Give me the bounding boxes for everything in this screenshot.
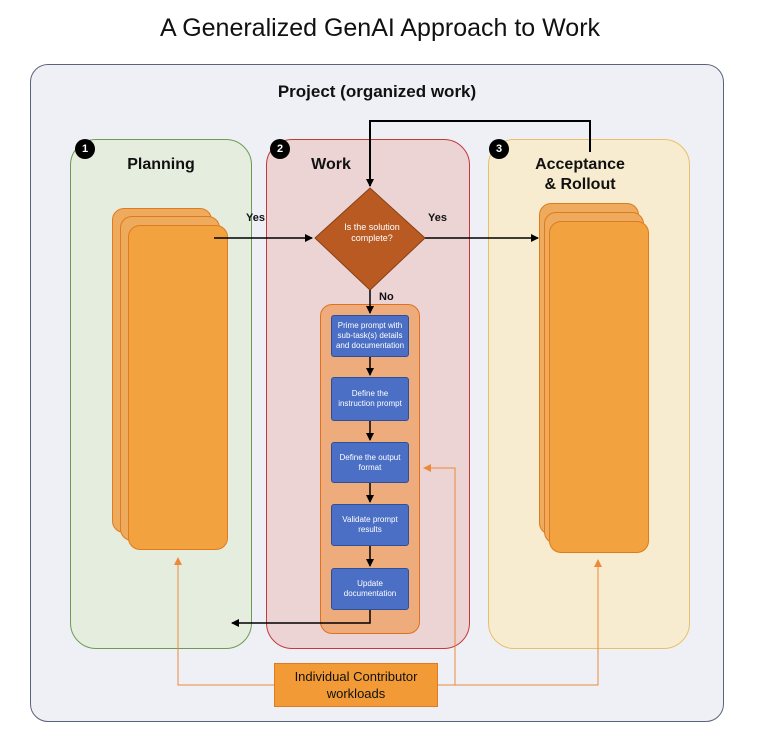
no-label: No — [379, 291, 394, 303]
steps-to-planning-connector — [231, 610, 371, 627]
step-define-instruction: Define the instruction prompt — [331, 377, 409, 421]
step-define-output: Define the output format — [331, 442, 409, 483]
decision-label: Is the solution complete? — [344, 222, 400, 243]
yes-right-label: Yes — [428, 212, 447, 224]
acceptance-number-badge: 3 — [489, 139, 509, 159]
contributor-to-work-connector — [423, 464, 456, 686]
step-prime-prompt: Prime prompt with sub-task(s) details an… — [331, 315, 409, 357]
loop-back-connector — [366, 120, 591, 187]
acceptance-card-front — [549, 221, 649, 553]
work-label: Work — [311, 156, 351, 173]
step-update-documentation: Update documentation — [331, 568, 409, 610]
contributor-to-acceptance-connector — [455, 559, 602, 686]
acceptance-label: Acceptance & Rollout — [535, 156, 625, 193]
yes-left-label: Yes — [246, 212, 265, 224]
contributor-to-planning-connector — [174, 557, 274, 686]
planning-number-badge: 1 — [75, 139, 95, 159]
work-number-badge: 2 — [270, 139, 290, 159]
planning-label: Planning — [127, 156, 195, 173]
step-validate-results: Validate prompt results — [331, 504, 409, 546]
planning-card-front — [128, 225, 228, 550]
diagram-title: A Generalized GenAI Approach to Work — [159, 14, 601, 42]
project-title: Project (organized work) — [277, 82, 477, 101]
contributor-workloads-box: Individual Contributor workloads — [274, 663, 438, 707]
